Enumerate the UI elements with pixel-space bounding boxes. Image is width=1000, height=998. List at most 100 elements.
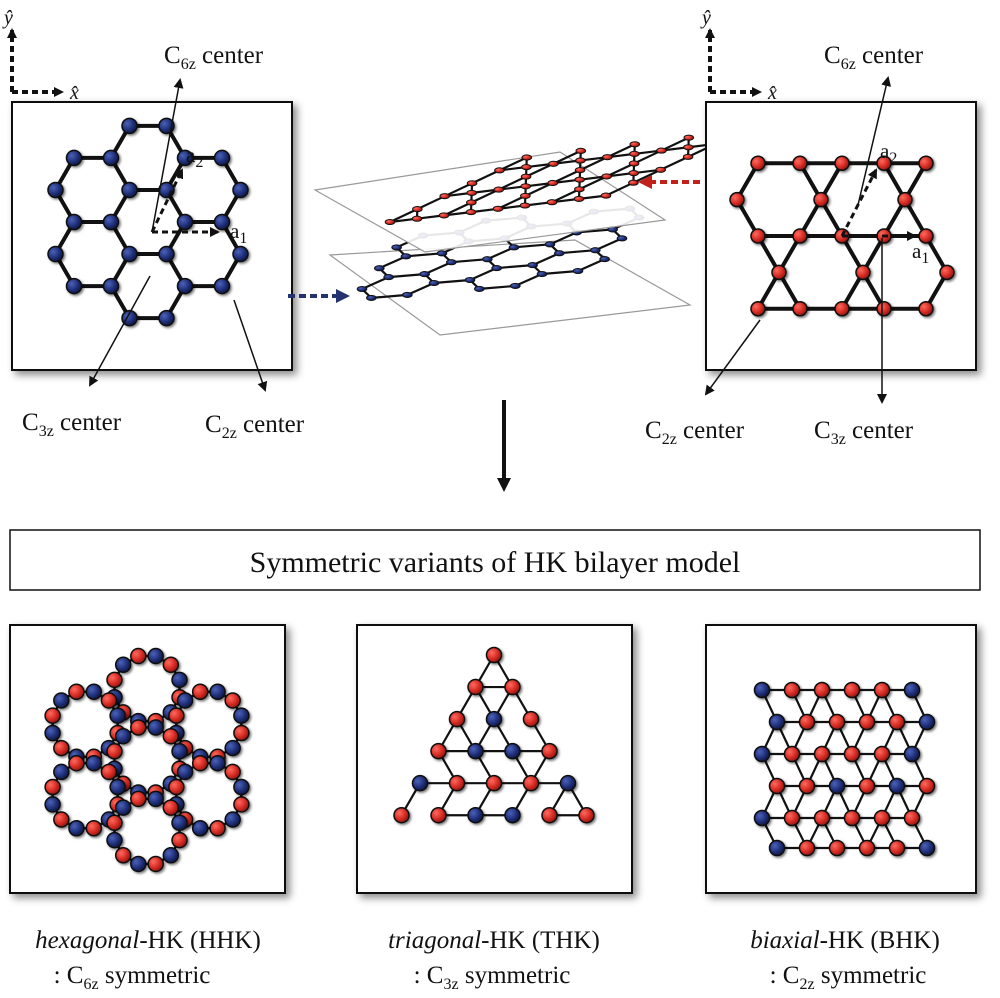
bond <box>388 207 419 224</box>
red-atom <box>430 806 447 824</box>
red-atom <box>233 796 250 813</box>
blue-atom <box>176 213 194 231</box>
blue-atom <box>85 754 103 772</box>
blue-atom <box>102 277 120 295</box>
blue-atom <box>753 681 771 699</box>
bond <box>442 201 473 217</box>
left-c3-label: C3z center <box>22 409 122 440</box>
red-atom <box>85 819 103 837</box>
red-atom <box>629 141 641 148</box>
bond <box>496 194 527 210</box>
thk-name: triagonal-HK (THK) <box>388 927 600 954</box>
top-sheet <box>313 151 667 253</box>
blue-atom <box>467 806 484 824</box>
bond <box>470 169 501 185</box>
red-atom <box>876 155 892 172</box>
blue-atom <box>147 719 164 736</box>
red-atom <box>939 264 955 281</box>
red-atom <box>224 763 241 781</box>
left-honeycomb-lattice <box>47 117 249 327</box>
top-sheet-lattice <box>384 127 749 226</box>
red-atom <box>130 719 147 736</box>
bond <box>540 269 580 276</box>
thk-lattice <box>393 646 595 824</box>
red-atom <box>548 160 559 167</box>
red-atom <box>44 778 61 796</box>
red-atom <box>466 189 478 196</box>
bond <box>423 261 453 276</box>
blue-atom <box>121 181 138 199</box>
blue-atom <box>232 245 249 263</box>
red-atom <box>574 167 586 174</box>
red-atom <box>147 855 164 873</box>
blue-atom <box>176 763 194 781</box>
bond <box>550 188 581 204</box>
left-axes: ŷ x̂ <box>2 7 79 104</box>
red-atom <box>438 212 450 219</box>
bond <box>575 228 614 234</box>
bond <box>576 258 606 273</box>
bond <box>531 252 561 267</box>
bond <box>558 249 597 255</box>
right-annotations <box>704 76 917 404</box>
blue-atom <box>109 707 126 724</box>
left-c3-pointer <box>89 275 151 387</box>
red-atom <box>575 157 586 164</box>
left-a2-vector <box>150 168 184 233</box>
red-atom <box>448 774 466 792</box>
bhk-lattice <box>753 681 936 857</box>
right-axes: ŷ x̂ <box>700 7 777 104</box>
red-atom <box>655 166 667 173</box>
bond <box>660 136 690 152</box>
bhk-name: biaxial-HK (BHK) <box>750 927 940 954</box>
red-atom <box>485 646 503 664</box>
red-atom <box>541 806 558 824</box>
blue-atom <box>918 839 936 857</box>
red-atom <box>855 264 871 281</box>
blue-atom <box>402 291 413 298</box>
thk-caption: triagonal-HK (THK) : C3z symmetric <box>388 927 600 993</box>
right-y-label: ŷ <box>700 7 711 29</box>
red-atom <box>918 228 934 244</box>
left-c2-label: C2z center <box>205 411 305 442</box>
red-atom <box>106 743 123 760</box>
red-atom <box>493 186 505 193</box>
blue-atom <box>599 256 610 263</box>
red-atom <box>162 727 180 745</box>
right-x-label: x̂ <box>767 82 777 104</box>
bond <box>486 246 516 261</box>
right-c3-label: C3z center <box>814 417 914 448</box>
red-atom <box>412 206 423 213</box>
red-atom <box>465 209 477 216</box>
red-atom <box>792 155 808 172</box>
bond <box>606 143 636 159</box>
red-atom <box>798 839 816 857</box>
bond <box>370 293 409 299</box>
blue-atom <box>903 681 921 699</box>
red-atom <box>873 681 891 699</box>
red-atom <box>858 713 876 731</box>
blue-atom <box>419 271 430 278</box>
blue-atom <box>213 277 231 295</box>
blue-atom <box>65 277 83 295</box>
blue-atom <box>158 309 175 327</box>
bhk-caption: biaxial-HK (BHK) : C2z symmetric <box>750 927 940 993</box>
blue-atom <box>209 683 226 701</box>
blue-atom <box>491 265 502 272</box>
blue-atom <box>53 692 70 709</box>
left-c6-label: C6z center <box>164 42 264 73</box>
red-atom <box>68 683 85 701</box>
red-atom <box>888 713 906 731</box>
red-atom <box>834 300 850 317</box>
red-atom <box>466 180 478 187</box>
red-atom <box>656 147 667 154</box>
bond <box>478 284 517 290</box>
blue-atom <box>147 790 164 808</box>
red-atom <box>519 202 531 209</box>
red-atom <box>162 799 180 816</box>
left-a1-label: a1 <box>230 219 247 247</box>
red-atom <box>162 656 180 674</box>
blue-atom <box>65 213 83 231</box>
red-atom <box>520 173 532 180</box>
red-atom <box>813 681 831 699</box>
